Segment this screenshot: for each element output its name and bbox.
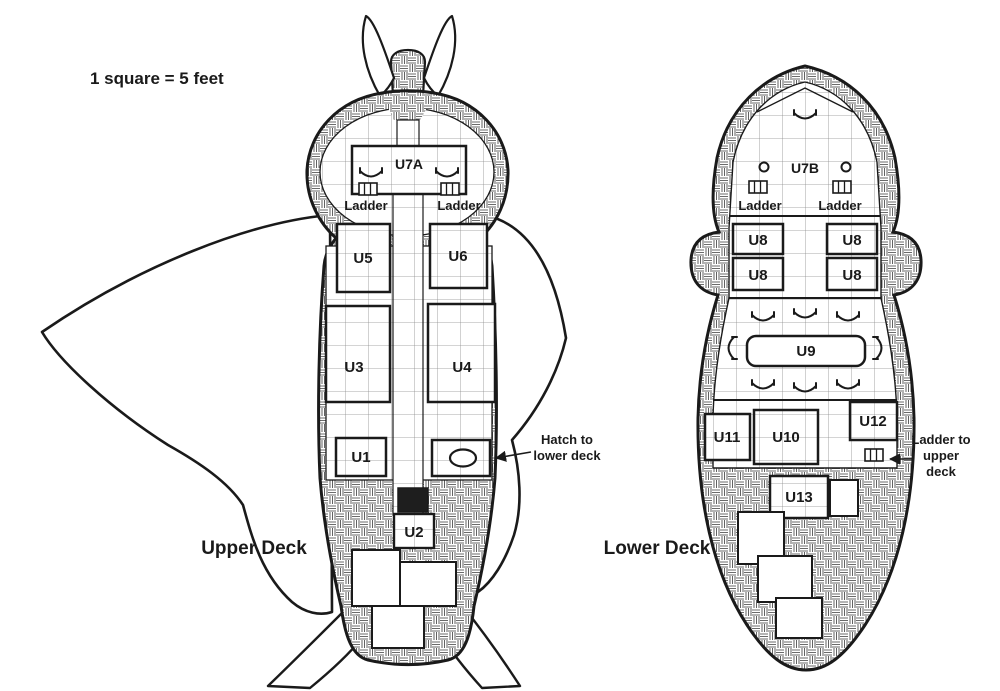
room-u8-3: U8 — [731, 256, 785, 292]
ladder-label-right: Ladder — [437, 198, 480, 213]
room-u4: U4 — [426, 302, 497, 404]
room-label-u4: U4 — [452, 359, 472, 376]
scale-note: 1 square = 5 feet — [90, 69, 224, 88]
room-label-u8-3: U8 — [748, 267, 767, 284]
ladder-icon — [832, 180, 852, 194]
room-u9: U9 — [745, 334, 867, 368]
room-u3: U3 — [324, 304, 392, 404]
upper-deck-title: Upper Deck — [201, 538, 307, 559]
room-u8-1: U8 — [731, 222, 785, 256]
ladder-icon — [440, 182, 460, 196]
room-u6: U6 — [428, 222, 489, 290]
ladder-annotation-line2: upper — [923, 448, 959, 463]
porthole-icon — [758, 161, 770, 173]
hatch-room — [430, 438, 492, 478]
hatch-annotation-arrow — [494, 450, 532, 462]
room-u8-4: U8 — [825, 256, 879, 292]
room-label-u8-1: U8 — [748, 232, 767, 249]
ladder-icon — [748, 180, 768, 194]
room-u12: U12 — [848, 400, 899, 442]
stern-room — [399, 561, 457, 607]
room-label-u11: U11 — [714, 429, 741, 446]
lower-interior-deck — [712, 81, 898, 469]
upper-deck-ship: U7A Ladder Ladder U5 U6 U3 U4 U1 — [40, 14, 601, 690]
ladder-label-right: Ladder — [818, 198, 861, 213]
room-label-u7b: U7B — [791, 160, 819, 176]
room-u10: U10 — [752, 408, 820, 466]
room-label-u7a: U7A — [395, 156, 423, 172]
room-u5: U5 — [335, 222, 392, 294]
lower-deck-ship: U7B Ladder Ladder U8 U8 U8 U8 — [604, 64, 971, 672]
ladder-icon — [358, 182, 378, 196]
room-u11: U11 — [703, 412, 752, 462]
dark-hold-square — [397, 487, 429, 513]
stern-room — [371, 605, 425, 649]
ladder-annotation-line3: deck — [926, 464, 956, 479]
room-label-u10: U10 — [772, 429, 800, 446]
room-label-u5: U5 — [353, 250, 372, 267]
head-top-hatch — [382, 96, 434, 123]
room-u1: U1 — [334, 436, 388, 478]
bow-panel-lines — [756, 87, 854, 113]
left-horn — [361, 14, 396, 98]
left-wing — [40, 213, 334, 615]
room-label-u3: U3 — [344, 359, 363, 376]
forward-mast-stub — [396, 119, 420, 147]
right-horn — [422, 14, 457, 98]
ladder-to-upper-deck-icon — [864, 448, 884, 462]
hatch-annotation-line1: Hatch to — [541, 432, 593, 447]
room-label-u12: U12 — [859, 413, 887, 430]
ladder-label-left: Ladder — [344, 198, 387, 213]
right-wing — [476, 213, 568, 594]
bilge-room — [829, 479, 859, 517]
room-label-u8-4: U8 — [842, 267, 861, 284]
room-label-u13: U13 — [785, 489, 813, 506]
left-tail-fin — [266, 598, 364, 690]
room-label-u6: U6 — [448, 248, 467, 265]
lower-deck-title: Lower Deck — [604, 538, 711, 559]
room-label-u8-2: U8 — [842, 232, 861, 249]
room-u2: U2 — [392, 512, 436, 550]
room-label-u2: U2 — [404, 524, 423, 541]
room-label-u9: U9 — [796, 343, 815, 360]
ladder-annotation-line1: Ladder to — [911, 432, 970, 447]
bilge-room — [757, 555, 813, 603]
porthole-icon — [840, 161, 852, 173]
mast-stalk — [389, 48, 427, 98]
room-u8-2: U8 — [825, 222, 879, 256]
bilge-room — [775, 597, 823, 639]
room-label-u1: U1 — [351, 449, 370, 466]
hatch-to-lower-deck — [448, 448, 478, 468]
central-corridor — [392, 189, 424, 516]
stern-room — [351, 549, 401, 607]
hatch-annotation-line2: lower deck — [533, 448, 601, 463]
ladder-label-left: Ladder — [738, 198, 781, 213]
